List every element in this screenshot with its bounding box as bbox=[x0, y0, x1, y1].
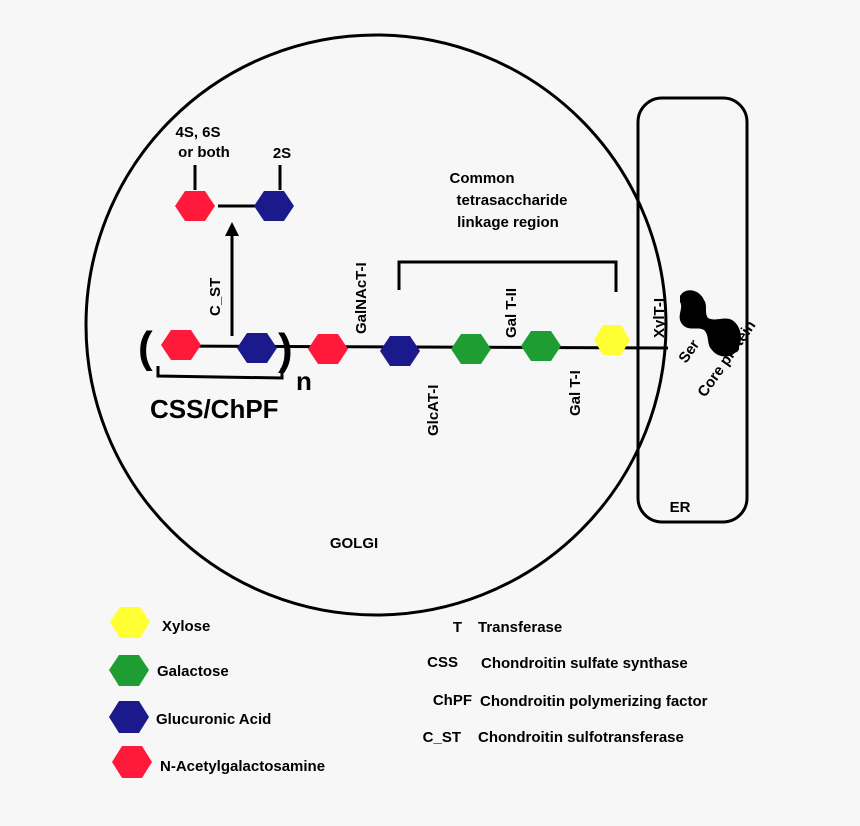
sulfation-left-label-line1: 4S, 6S bbox=[175, 124, 220, 141]
er-label: ER bbox=[670, 499, 691, 516]
galt1-label: Gal T-I bbox=[567, 370, 584, 416]
legend-glucuronic-acid-icon bbox=[109, 701, 149, 733]
abbr-t: T bbox=[453, 619, 462, 636]
linkage-label-line2: tetrasaccharide bbox=[457, 192, 568, 209]
galnac-hexagon bbox=[308, 334, 348, 364]
gal-1-hexagon bbox=[521, 331, 561, 361]
abbr-css-meaning: Chondroitin sulfate synthase bbox=[481, 655, 688, 672]
paren-open: ( bbox=[138, 323, 153, 372]
legend-galnac-label: N-Acetylgalactosamine bbox=[160, 758, 325, 775]
css-chpf-label: CSS/ChPF bbox=[150, 394, 279, 424]
golgi-label: GOLGI bbox=[330, 535, 378, 552]
legend-xylose-label: Xylose bbox=[162, 618, 210, 635]
legend-xylose-icon bbox=[110, 607, 150, 638]
c-st-arrow-label: C_ST bbox=[207, 278, 224, 316]
gal-2-hexagon bbox=[451, 334, 491, 364]
galnac-repeat-hexagon bbox=[161, 330, 201, 360]
css-chpf-bracket bbox=[156, 366, 284, 380]
abbr-css: CSS bbox=[427, 654, 458, 671]
sugar-legend: Xylose Galactose Glucuronic Acid N-Acety… bbox=[109, 607, 325, 778]
glcat-label: GlcAT-I bbox=[425, 385, 442, 436]
sulfation-left-label-line2: or both bbox=[178, 144, 230, 161]
abbr-c-st-meaning: Chondroitin sulfotransferase bbox=[478, 729, 684, 746]
abbr-chpf: ChPF bbox=[433, 692, 472, 709]
core-protein-shape bbox=[679, 290, 741, 357]
abbr-t-meaning: Transferase bbox=[478, 619, 562, 636]
abbr-c-st: C_ST bbox=[423, 729, 461, 746]
linkage-label-line1: Common bbox=[450, 170, 515, 187]
legend-galactose-label: Galactose bbox=[157, 663, 229, 680]
linkage-region-bracket bbox=[397, 260, 618, 292]
galt2-label: Gal T-II bbox=[503, 288, 520, 338]
abbreviation-list: T Transferase CSS Chondroitin sulfate sy… bbox=[423, 619, 708, 746]
ser-label: Ser bbox=[675, 337, 703, 367]
galnac-sulfated-hexagon bbox=[175, 191, 215, 221]
golgi-compartment bbox=[84, 33, 668, 617]
c-st-arrow-head bbox=[225, 222, 239, 236]
xylt-label: XylT-I bbox=[651, 298, 668, 338]
sulfation-right-label: 2S bbox=[273, 145, 291, 162]
legend-galactose-icon bbox=[109, 655, 149, 686]
xylose-hexagon bbox=[594, 325, 630, 355]
er-compartment bbox=[636, 96, 749, 524]
legend-galnac-icon bbox=[112, 746, 152, 778]
linkage-label-line3: linkage region bbox=[457, 214, 559, 231]
paren-close: ) bbox=[278, 325, 293, 374]
glca-repeat-hexagon bbox=[237, 333, 277, 363]
repeat-n-label: n bbox=[296, 366, 312, 396]
glca-hexagon bbox=[380, 336, 420, 366]
legend-glucuronic-acid-label: Glucuronic Acid bbox=[156, 711, 271, 728]
galnact-label: GalNAcT-I bbox=[353, 262, 370, 334]
glca-sulfated-hexagon bbox=[254, 191, 294, 221]
abbr-chpf-meaning: Chondroitin polymerizing factor bbox=[480, 693, 708, 710]
